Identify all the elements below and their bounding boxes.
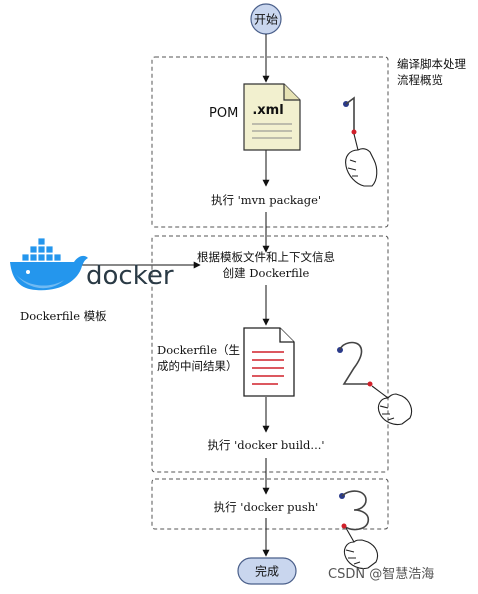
step-three-gesture [339, 490, 379, 570]
compile-group-label: 编译脚本处理流程概览 [397, 57, 466, 87]
dockerfile-template-label: Dockerfile 模板 [20, 309, 107, 323]
pom-xml-file-icon: .xml [243, 83, 301, 151]
docker-whale-logo: docker [10, 237, 174, 291]
pointing-hand-icon-1 [345, 133, 378, 187]
step-docker-push: 执行 'docker push' [213, 500, 319, 514]
generated-dockerfile-icon [243, 327, 295, 397]
step-docker-build: 执行 'docker build...' [207, 438, 325, 452]
pointing-hand-icon-2 [371, 385, 413, 426]
generated-dockerfile-label: Dockerfile（生成的中间结果） [157, 343, 241, 373]
end-node [237, 557, 297, 585]
watermark: CSDN @智慧浩海 [328, 567, 435, 582]
step-mvn-package: 执行 'mvn package' [210, 193, 322, 207]
step-one-gesture [343, 96, 378, 187]
push-group-box [151, 478, 389, 530]
docker-wordmark: docker [86, 261, 174, 291]
compile-group-box [151, 56, 389, 228]
pointing-hand-icon-3 [343, 527, 379, 570]
end-label: 完成 [254, 564, 280, 579]
start-label: 开始 [253, 12, 279, 27]
step-create-dockerfile: 根据模板文件和上下文信息创建 Dockerfile [197, 250, 335, 280]
dockerfile-group-box [151, 235, 389, 473]
step-two-gesture [337, 341, 413, 426]
pom-label: POM [209, 106, 238, 121]
xml-label: .xml [252, 103, 283, 118]
